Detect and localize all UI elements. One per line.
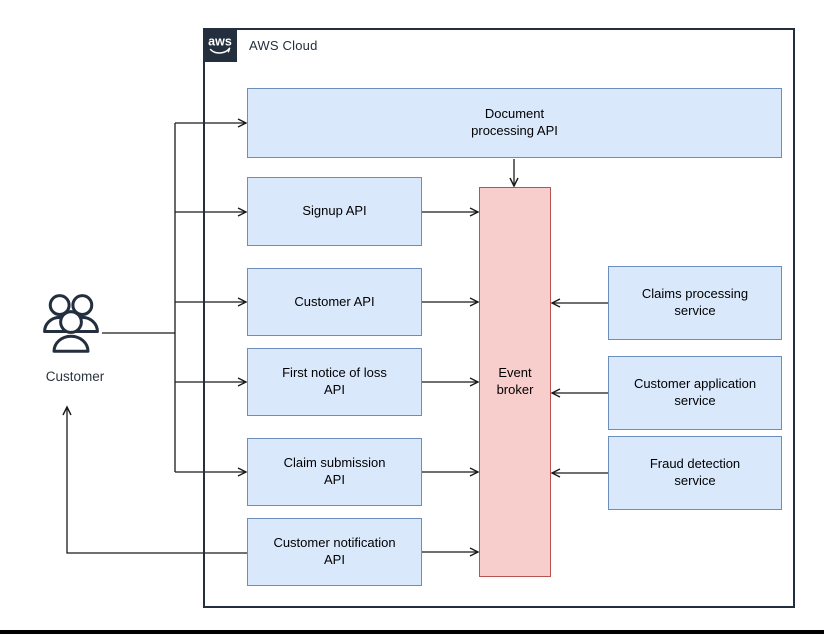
node-fraud-detection-service: Fraud detection service	[608, 436, 782, 510]
node-claims-processing-service: Claims processing service	[608, 266, 782, 340]
customer-users-icon	[38, 290, 104, 356]
aws-logo-icon: aws	[203, 28, 237, 62]
customer-label: Customer	[45, 369, 105, 384]
node-customer-application-service: Customer application service	[608, 356, 782, 430]
node-claim-submission-api: Claim submission API	[247, 438, 422, 506]
bottom-border-bar	[0, 630, 824, 634]
aws-logo-text: aws	[208, 35, 232, 49]
aws-cloud-container	[203, 28, 795, 608]
node-event-broker: Event broker	[479, 187, 551, 577]
node-signup-api: Signup API	[247, 177, 422, 246]
aws-cloud-title: AWS Cloud	[249, 38, 318, 53]
node-customer-notification-api: Customer notification API	[247, 518, 422, 586]
node-first-notice-of-loss-api: First notice of loss API	[247, 348, 422, 416]
node-document-processing-api: Document processing API	[247, 88, 782, 158]
node-customer-api: Customer API	[247, 268, 422, 336]
